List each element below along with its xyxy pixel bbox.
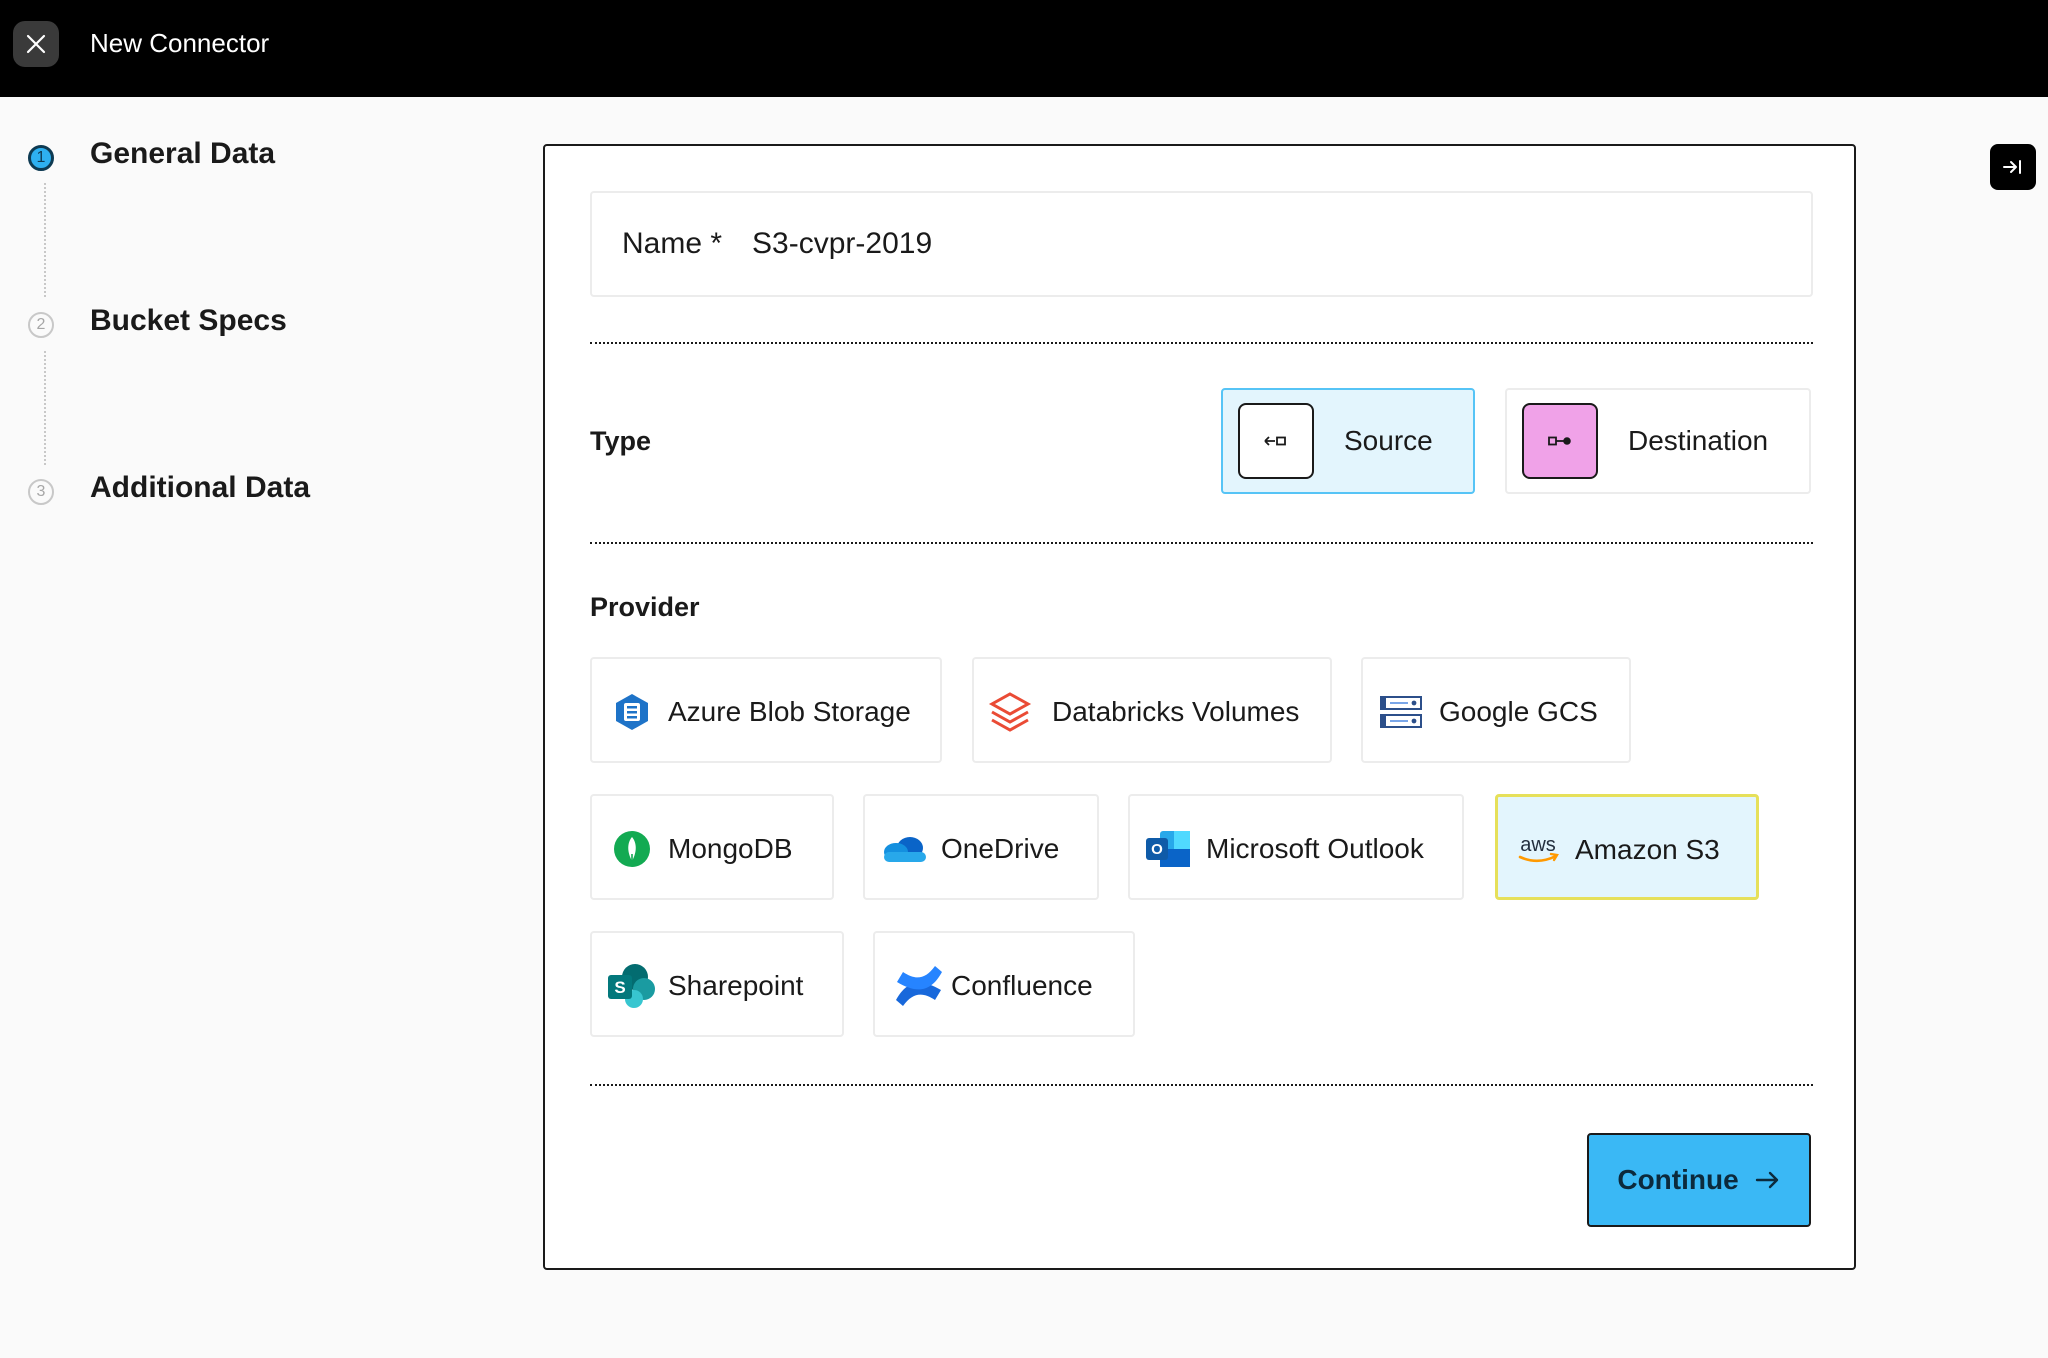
provider-sharepoint[interactable]: S Sharepoint: [590, 931, 844, 1037]
provider-label: Azure Blob Storage: [668, 696, 911, 727]
google-gcs-icon: [1379, 690, 1423, 734]
provider-label: MongoDB: [668, 833, 793, 864]
step-number: 3: [28, 479, 54, 505]
step-number: 2: [28, 312, 54, 338]
provider-google-gcs[interactable]: Google GCS: [1361, 657, 1631, 763]
onedrive-icon: [879, 827, 929, 871]
provider-label: Confluence: [951, 970, 1093, 1001]
type-source-option[interactable]: Source: [1221, 388, 1475, 494]
provider-databricks-volumes[interactable]: Databricks Volumes: [972, 657, 1332, 763]
page-title: New Connector: [90, 28, 270, 58]
name-label: Name *: [622, 227, 723, 260]
top-bar: New Connector: [0, 0, 2048, 97]
arrow-right-icon: [1755, 1171, 1778, 1189]
provider-microsoft-outlook[interactable]: O Microsoft Outlook: [1128, 794, 1464, 900]
step-label: General Data: [90, 137, 276, 170]
aws-icon: aws: [1514, 828, 1562, 872]
outlook-icon: O: [1144, 827, 1192, 871]
step-additional-data[interactable]: 3 Additional Data: [28, 471, 310, 505]
divider: [590, 542, 1813, 544]
azure-blob-icon: [610, 690, 654, 734]
step-general-data[interactable]: 1 General Data: [28, 137, 275, 171]
provider-mongodb[interactable]: MongoDB: [590, 794, 834, 900]
close-icon: [26, 34, 46, 54]
sharepoint-icon: S: [606, 961, 658, 1011]
provider-label: Sharepoint: [668, 970, 804, 1001]
provider-label: Amazon S3: [1575, 834, 1720, 865]
name-field[interactable]: Name *: [590, 191, 1813, 297]
stepper: 1 General Data 2 Bucket Specs 3 Addition…: [0, 97, 520, 1358]
provider-azure-blob-storage[interactable]: Azure Blob Storage: [590, 657, 942, 763]
step-number: 1: [28, 145, 54, 171]
provider-confluence[interactable]: Confluence: [873, 931, 1135, 1037]
continue-button[interactable]: Continue: [1587, 1133, 1811, 1227]
step-connector: [44, 351, 46, 465]
confluence-icon: [893, 960, 945, 1012]
provider-label: Databricks Volumes: [1052, 696, 1300, 727]
step-bucket-specs[interactable]: 2 Bucket Specs: [28, 304, 287, 338]
provider-onedrive[interactable]: OneDrive: [863, 794, 1099, 900]
collapse-panel-button[interactable]: [1990, 144, 2036, 190]
step-label: Bucket Specs: [90, 304, 287, 337]
collapse-right-icon: [2003, 160, 2021, 174]
provider-label: OneDrive: [941, 833, 1060, 864]
continue-label: Continue: [1617, 1164, 1739, 1195]
destination-icon: [1522, 403, 1598, 479]
type-destination-option[interactable]: Destination: [1505, 388, 1811, 494]
outlook-icon-letter: O: [1151, 841, 1163, 858]
type-option-label: Destination: [1628, 425, 1769, 456]
source-icon: [1238, 403, 1314, 479]
step-connector: [44, 183, 46, 297]
provider-label: Google GCS: [1439, 696, 1598, 727]
type-option-label: Source: [1344, 425, 1433, 456]
provider-amazon-s3[interactable]: aws Amazon S3: [1495, 794, 1759, 900]
step-label: Additional Data: [90, 471, 311, 504]
provider-label: Provider: [590, 592, 700, 622]
aws-icon-text: aws: [1520, 834, 1556, 856]
sharepoint-icon-letter: S: [614, 978, 625, 997]
divider: [590, 1084, 1813, 1086]
provider-label: Microsoft Outlook: [1206, 833, 1424, 864]
mongodb-icon: [610, 827, 654, 871]
connector-form-panel: Name * Type Source Destination Provider: [543, 144, 1856, 1270]
databricks-icon: [988, 690, 1032, 734]
divider: [590, 342, 1813, 344]
close-button[interactable]: [13, 21, 59, 67]
type-label: Type: [590, 426, 652, 456]
name-input[interactable]: [752, 227, 1453, 261]
